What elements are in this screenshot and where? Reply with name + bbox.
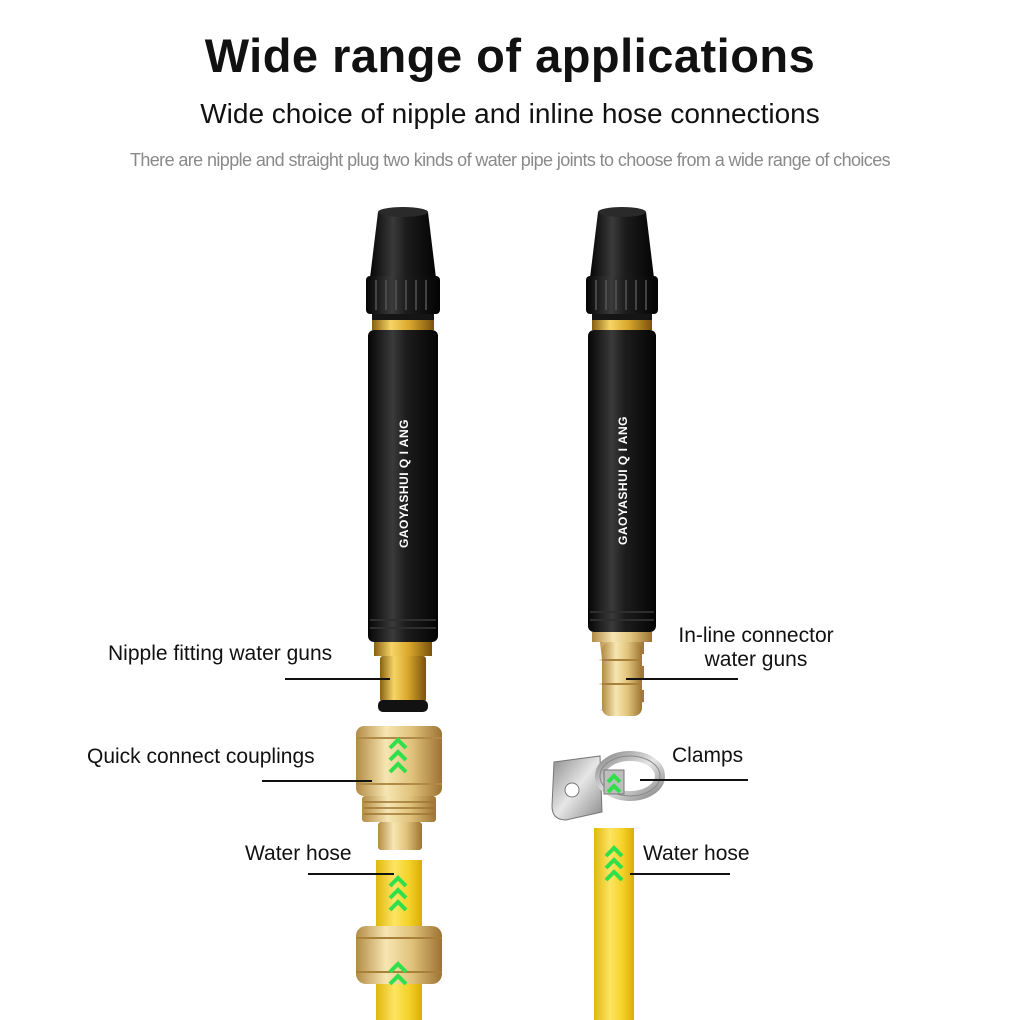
- left-water-hose: [356, 860, 442, 1020]
- nipple-fitting-leader-line: [285, 678, 390, 680]
- in-line-connector-label-line2: water guns: [704, 648, 808, 671]
- nipple-fitting-water-gun: GAOYASHUI Q I ANG: [366, 207, 440, 712]
- hose-nut-arrow-icon: [388, 961, 408, 986]
- coupling-arrow-icon: [388, 737, 408, 774]
- hose-clamp: [551, 751, 665, 821]
- right-water-hose: [594, 828, 634, 1020]
- in-line-connector-leader-line: [626, 678, 738, 680]
- nipple-fitting-gun-label: Nipple fitting water guns: [108, 642, 333, 665]
- in-line-connector-gun-label: In-line connector water guns: [666, 624, 846, 672]
- quick-connect-coupling: [356, 726, 442, 850]
- left-hose-leader-line: [308, 873, 394, 875]
- in-line-connector-label-line1: In-line connector: [678, 624, 834, 647]
- right-hose-arrow-icon: [604, 845, 624, 882]
- right-hose-leader-line: [630, 873, 730, 875]
- in-line-connector-water-gun: GAOYASHUI Q I ANG: [586, 207, 658, 716]
- right-gun-brand-text: GAOYASHUI Q I ANG: [616, 416, 630, 545]
- page-caption: There are nipple and straight plug two k…: [129, 150, 891, 170]
- left-water-hose-label: Water hose: [245, 842, 352, 865]
- clamps-label: Clamps: [672, 744, 744, 767]
- right-water-hose-label: Water hose: [643, 842, 750, 865]
- quick-connect-coupling-label: Quick connect couplings: [87, 745, 315, 768]
- page-title: Wide range of applications: [204, 29, 816, 82]
- left-gun-brand-text: GAOYASHUI Q I ANG: [397, 419, 411, 548]
- clamps-leader-line: [640, 779, 748, 781]
- coupling-leader-line: [262, 780, 372, 782]
- hose-arrow-icon: [388, 875, 408, 912]
- page-subtitle: Wide choice of nipple and inline hose co…: [200, 98, 820, 129]
- clamp-arrow-icon: [606, 773, 622, 794]
